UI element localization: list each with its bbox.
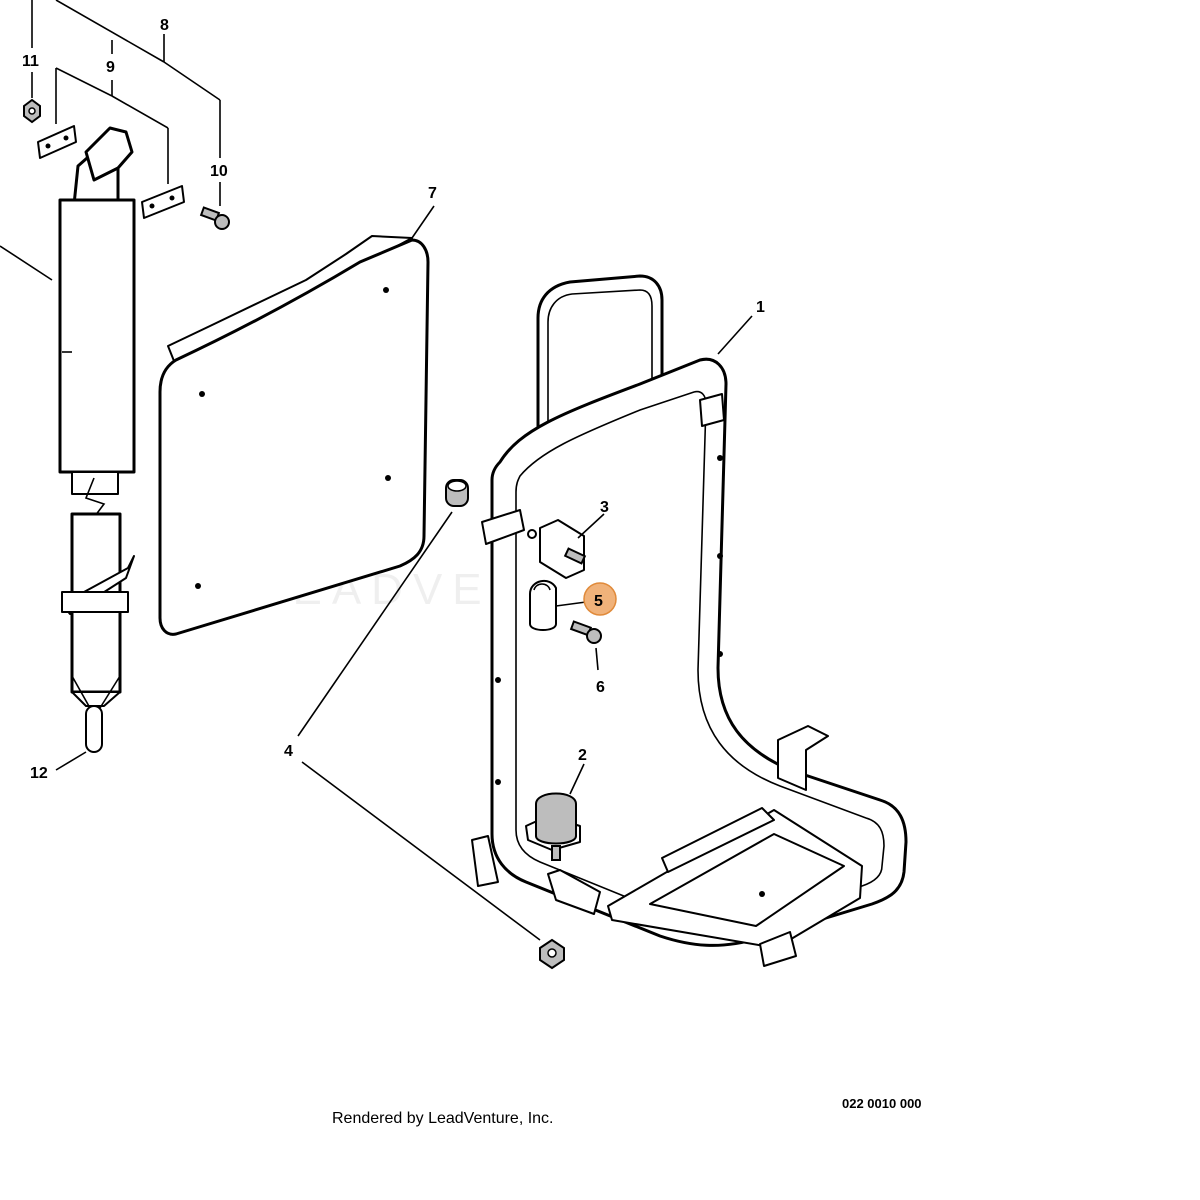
callout-5[interactable]: 5 <box>594 593 603 610</box>
callout-6[interactable]: 6 <box>596 679 605 696</box>
callout-10[interactable]: 10 <box>210 163 228 180</box>
callout-9[interactable]: 9 <box>106 59 115 76</box>
back-pad <box>158 235 430 636</box>
bumper-2 <box>525 792 581 861</box>
nut-4b <box>539 938 565 970</box>
callout-8[interactable]: 8 <box>160 17 169 34</box>
plate-9b <box>141 185 185 219</box>
callout-12[interactable]: 12 <box>30 765 48 782</box>
screw-6 <box>569 620 602 644</box>
callout-4[interactable]: 4 <box>284 743 293 760</box>
callout-11[interactable]: 11 <box>22 53 39 70</box>
plate-9a <box>37 125 77 159</box>
rendered-by-credit: Rendered by LeadVenture, Inc. <box>332 1110 554 1127</box>
back-frame <box>471 274 908 967</box>
callout-7[interactable]: 7 <box>428 185 437 202</box>
clamp-5 <box>529 579 557 631</box>
callout-3[interactable]: 3 <box>600 499 609 516</box>
grommet-4a <box>445 479 469 507</box>
mount-3 <box>527 519 587 579</box>
harness-strap <box>0 126 136 753</box>
callout-2[interactable]: 2 <box>578 747 587 764</box>
nut-11 <box>23 98 41 124</box>
screw-10 <box>199 206 230 230</box>
callout-1[interactable]: 1 <box>756 299 765 316</box>
drawing-number: 022 0010 000 <box>842 1096 922 1111</box>
callout-5-highlight[interactable] <box>583 582 617 616</box>
